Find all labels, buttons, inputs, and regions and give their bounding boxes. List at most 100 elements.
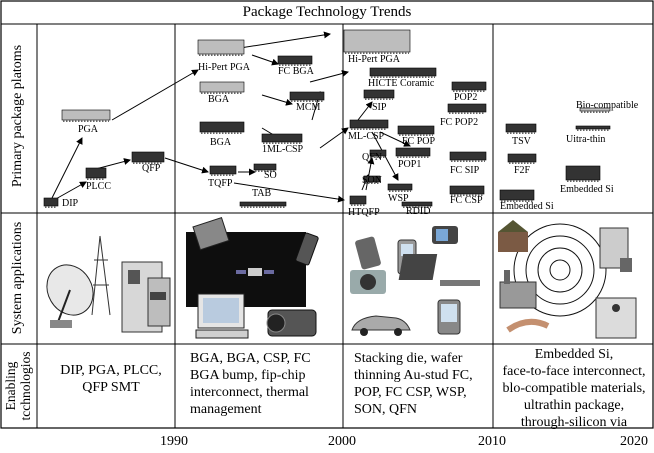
sip-package-chip xyxy=(363,89,395,100)
mp3-player-icon xyxy=(355,236,381,270)
bga1-label: BGA xyxy=(208,94,230,105)
fcpop2-package-chip xyxy=(447,103,487,114)
fcbga-package-chip xyxy=(277,55,313,66)
row-label-system-applications: System applications xyxy=(10,221,25,335)
enabling-label-line2: tcchnologios xyxy=(18,351,33,421)
hipert2-package-chip xyxy=(343,29,411,54)
embsi1-label: Embedded Si xyxy=(500,201,554,212)
plcc-package-chip xyxy=(85,167,107,180)
1mlcsp-package-chip xyxy=(261,133,303,144)
bga2-label: BGA xyxy=(210,137,232,148)
car-icon xyxy=(351,315,411,336)
media-player-icon xyxy=(432,226,458,244)
tsv-label: TSV xyxy=(512,136,531,147)
wsp-package-chip xyxy=(387,183,413,192)
hipert1-package-chip xyxy=(197,39,245,56)
fcsip-package-chip xyxy=(449,151,487,162)
htqfp-label: HTQFP xyxy=(348,207,380,218)
desktop-computer-icon xyxy=(195,293,249,339)
wireless-rings-icon xyxy=(513,223,607,317)
fcpop2-label: FC POP2 xyxy=(440,117,479,128)
mlcsp-package-chip xyxy=(349,119,389,130)
qfp-package-chip xyxy=(131,151,165,164)
plcc-label: PLCC xyxy=(86,181,112,192)
dip-package-chip xyxy=(43,197,59,208)
antenna-tower-icon xyxy=(91,235,111,316)
mobile-phone-icon xyxy=(295,232,319,266)
biocompat-label: Bio-compatible xyxy=(576,100,639,111)
htqfp-package-chip xyxy=(349,195,367,206)
pop1-label: POP1 xyxy=(398,159,422,170)
town-icon xyxy=(498,220,528,252)
qfn-package-chip xyxy=(369,149,387,158)
diagram-title: Package Technology Trends xyxy=(242,4,412,20)
row-label-enabling-technologies: Enabling tcchnologios xyxy=(3,344,33,428)
tab-package-chip xyxy=(239,201,287,208)
handshake-icon xyxy=(506,318,550,333)
satellite-dish-icon xyxy=(46,264,94,328)
embsi2-package-chip xyxy=(565,165,601,182)
tsv-package-chip xyxy=(505,123,537,134)
ultrathin-label: Uitra-thin xyxy=(566,134,606,145)
year-2020: 2020 xyxy=(620,434,648,449)
satellite-icon xyxy=(236,268,274,276)
digital-camera-icon xyxy=(350,270,386,294)
row-label-primary-packages: Primary package platoms xyxy=(10,44,25,188)
mlcsp-label: ML-CSP xyxy=(348,131,385,142)
watch-icon xyxy=(620,258,632,272)
sip-label: SIP xyxy=(372,102,387,113)
bga1-package-chip xyxy=(199,81,245,94)
year-2000: 2000 xyxy=(328,434,356,449)
fcpop-label: FC POP xyxy=(402,136,436,147)
rdid-package-chip xyxy=(401,201,433,208)
mainframe-icon xyxy=(121,261,171,333)
qfn-label: QFN xyxy=(362,152,383,163)
fccsp-label: FC CSP xyxy=(450,195,483,206)
son-label: SON xyxy=(362,175,383,186)
embsi2-label: Embedded Si xyxy=(560,184,614,195)
hipert2-label: Hi-Pert PGA xyxy=(348,54,400,65)
fccsp-package-chip xyxy=(449,185,485,196)
f2f-package-chip xyxy=(507,153,537,164)
biocompat-package-chip xyxy=(579,107,611,113)
ultrathin-package-chip xyxy=(575,125,611,131)
hicte-package-chip xyxy=(369,67,437,78)
runner-icon xyxy=(595,297,637,339)
pop2-label: POP2 xyxy=(454,92,478,103)
pop1-package-chip xyxy=(395,147,431,158)
pda-icon xyxy=(437,299,461,335)
mcm-package-chip xyxy=(289,91,325,102)
qfp-label: QFP xyxy=(142,163,161,174)
enabling-tech-2010s: Embedded Si, face-to-face interconnect, … xyxy=(502,347,646,430)
year-2010: 2010 xyxy=(478,434,506,449)
tqfp-package-chip xyxy=(209,165,237,176)
mcm-label: MCM xyxy=(296,102,321,113)
son-package-chip xyxy=(363,175,381,184)
tab-label: TAB xyxy=(252,188,272,199)
dip-label: DIP xyxy=(62,198,79,209)
pga-label: PGA xyxy=(78,124,99,135)
enabling-tech-1980s: DIP, PGA, PLCC, QFP SMT xyxy=(60,363,162,395)
hicte-label: HICTE Coramic xyxy=(368,78,435,89)
wsp-label: WSP xyxy=(388,193,409,204)
pga-package-chip xyxy=(61,109,111,122)
enabling-tech-1990s: BGA, BGA, CSP, FC BGA bump, fip-chip int… xyxy=(190,351,311,417)
package-chips xyxy=(43,29,611,208)
laptop-icon xyxy=(398,254,480,286)
factory-icon xyxy=(499,270,537,309)
bga2-package-chip xyxy=(199,121,245,134)
so-label: SO xyxy=(264,170,277,181)
flow-arrows xyxy=(51,31,411,203)
rdid-label: RDID xyxy=(406,206,431,217)
fcpop-package-chip xyxy=(397,125,435,136)
pop2-package-chip xyxy=(451,81,487,92)
1mlcsp-label: 1ML-CSP xyxy=(262,144,304,155)
enabling-tech-2000s: Stacking die, wafer thinning Au-stud FC,… xyxy=(354,351,473,417)
enabling-label-line1: Enabling xyxy=(3,361,18,411)
embsi1-package-chip xyxy=(499,189,535,202)
f2f-label: F2F xyxy=(514,165,531,176)
hipert1-label: Hi-Pert PGA xyxy=(198,62,250,73)
fcsip-label: FC SIP xyxy=(450,165,480,176)
calculator-icon xyxy=(192,217,230,251)
